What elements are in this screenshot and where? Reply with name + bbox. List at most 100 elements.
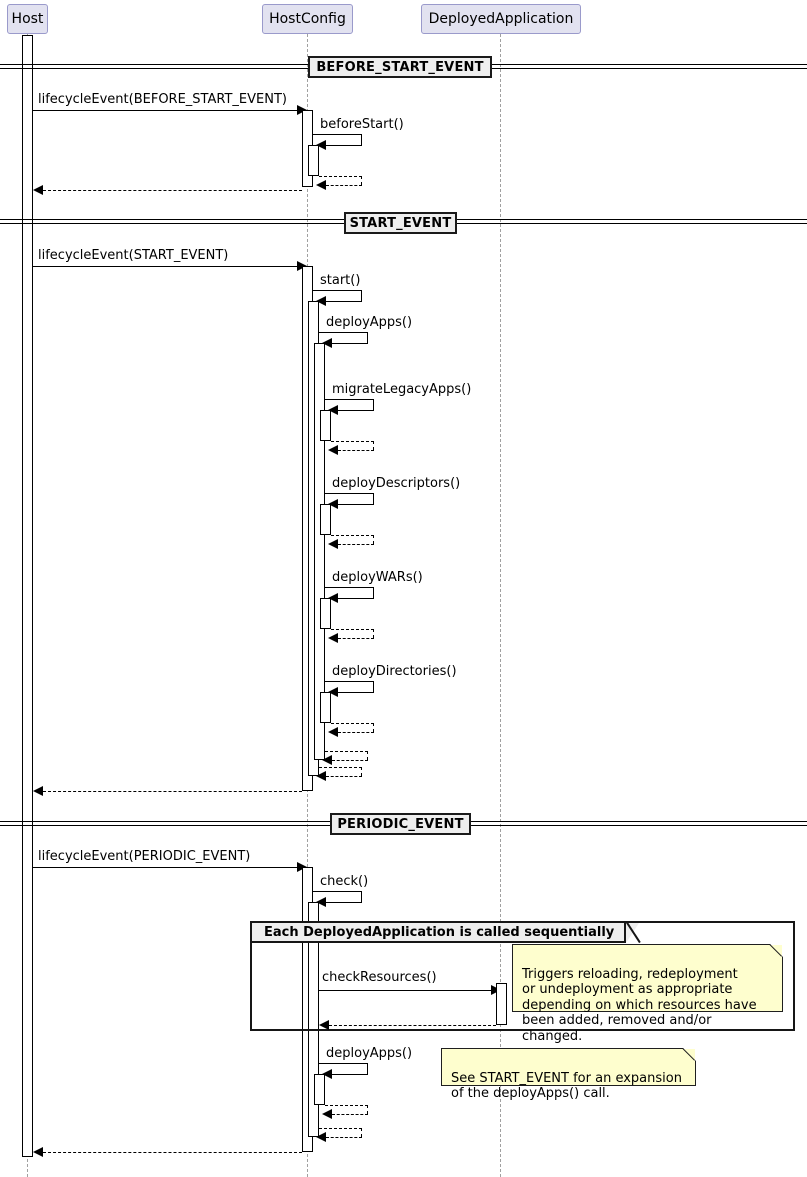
message-line-m1: [33, 110, 301, 111]
message-vert-m7: [367, 332, 368, 343]
message-arrowhead-m16: [322, 755, 332, 765]
message-arrowhead-m24: [322, 1109, 332, 1119]
message-text: deployDescriptors(): [332, 476, 461, 491]
message-line-m14-top: [325, 681, 374, 682]
message-vert-m12: [373, 587, 374, 598]
message-text: lifecycleEvent(START_EVENT): [38, 248, 229, 263]
activation-hostconfig-periodic-l2: [308, 902, 319, 1137]
message-text: start(): [320, 273, 361, 288]
message-line-m20-bottom: [326, 902, 362, 903]
message-line-m11-bottom: [338, 544, 374, 545]
message-arrowhead-m22: [319, 1020, 329, 1030]
message-text: checkResources(): [322, 970, 437, 985]
message-line-m16-bottom: [332, 760, 368, 761]
message-line-m12-bottom: [338, 598, 374, 599]
divider-before-start-event: BEFORE_START_EVENT: [308, 56, 492, 78]
message-line-m10-top: [325, 493, 374, 494]
activation-hostconfig-deploy-wars: [320, 598, 331, 629]
message-line-m13-top: [331, 629, 374, 630]
message-arrowhead-m6: [316, 296, 326, 306]
message-vert-m10: [373, 493, 374, 504]
message-vert-m20: [361, 891, 362, 902]
message-text: deployApps(): [326, 315, 413, 330]
note-deploy-apps: See START_EVENT for an expansion of the …: [441, 1048, 696, 1101]
message-vert-m15: [373, 723, 374, 732]
message-line-m16-top: [325, 751, 368, 752]
group-header-label: Each DeployedApplication is called seque…: [264, 924, 615, 940]
message-text: deployApps(): [326, 1046, 413, 1061]
message-text: deployDirectories(): [332, 664, 457, 679]
message-vert-m25: [361, 1128, 362, 1137]
message-line-m7-top: [319, 332, 368, 333]
message-label-deploy-apps-periodic: deployApps(): [326, 1047, 412, 1060]
message-vert-m24: [367, 1105, 368, 1114]
message-vert-m2: [361, 134, 362, 145]
note-check-resources: Triggers reloading, redeployment or unde…: [512, 944, 783, 1044]
message-vert-m23: [367, 1063, 368, 1074]
note-text: See START_EVENT for an expansion of the …: [451, 1070, 682, 1102]
message-vert-m16: [367, 751, 368, 760]
message-line-m7-bottom: [332, 343, 368, 344]
divider-periodic-event: PERIODIC_EVENT: [330, 813, 471, 835]
divider-label-text: BEFORE_START_EVENT: [316, 59, 484, 75]
participant-host[interactable]: Host: [7, 4, 48, 34]
activation-hostconfig-periodic-l3: [314, 1074, 325, 1105]
message-label-before-start: beforeStart(): [320, 118, 404, 131]
message-arrowhead-m10: [328, 499, 338, 509]
message-label-check: check(): [320, 875, 368, 888]
message-text: lifecycleEvent(BEFORE_START_EVENT): [38, 92, 287, 107]
message-arrowhead-m3: [316, 180, 326, 190]
message-line-m13-bottom: [338, 638, 374, 639]
message-line-m3-bottom: [326, 185, 362, 186]
participant-deployedapplication[interactable]: DeployedApplication: [421, 4, 581, 34]
divider-label-text: PERIODIC_EVENT: [337, 816, 464, 832]
message-arrowhead-m23: [322, 1069, 332, 1079]
message-arrowhead-m14: [328, 687, 338, 697]
message-line-m14-bottom: [338, 692, 374, 693]
message-label-lifecycle-start: lifecycleEvent(START_EVENT): [38, 249, 228, 262]
activation-hostconfig-deploy-directories: [320, 692, 331, 723]
group-header-each-deployed-application: Each DeployedApplication is called seque…: [252, 923, 626, 943]
message-line-m23-bottom: [332, 1074, 368, 1075]
message-arrowhead-m2: [316, 140, 326, 150]
message-line-m4: [43, 190, 302, 191]
message-line-m15-bottom: [338, 732, 374, 733]
message-arrowhead-m17: [316, 771, 326, 781]
activation-hostconfig-start-l3: [314, 343, 325, 760]
message-arrowhead-m7: [322, 338, 332, 348]
group-each-deployed-application: [250, 921, 795, 1031]
message-text: migrateLegacyApps(): [332, 382, 472, 397]
message-line-m19: [33, 867, 301, 868]
lifeline-deployedapplication: [500, 34, 501, 1177]
activation-hostconfig-deploy-descriptors: [320, 504, 331, 535]
message-vert-m3: [361, 176, 362, 185]
message-arrowhead-m25: [316, 1132, 326, 1142]
divider-label-text: START_EVENT: [349, 215, 452, 231]
message-line-m2-bottom: [326, 145, 362, 146]
activation-hostconfig-before-start-inner: [308, 145, 319, 176]
note-fold-1: [770, 945, 782, 957]
message-line-m23-top: [319, 1063, 368, 1064]
message-line-m9-bottom: [338, 450, 374, 451]
activation-hostconfig-migrate-legacy: [320, 410, 331, 441]
message-text: deployWARs(): [332, 570, 423, 585]
participant-deployedapplication-label: DeployedApplication: [428, 11, 574, 27]
message-line-m15-top: [331, 723, 374, 724]
message-line-m24-bottom: [332, 1114, 368, 1115]
message-text: check(): [320, 874, 369, 889]
message-arrowhead-m20: [316, 897, 326, 907]
participant-hostconfig[interactable]: HostConfig: [262, 4, 353, 34]
message-line-m11-top: [331, 535, 374, 536]
message-arrowhead-m4: [33, 185, 43, 195]
note-text: Triggers reloading, redeployment or unde…: [522, 966, 757, 1044]
activation-deployedapplication: [496, 983, 507, 1025]
message-line-m2-top: [313, 134, 362, 135]
message-vert-m6: [361, 290, 362, 301]
message-line-m25-bottom: [326, 1137, 362, 1138]
message-line-m22: [329, 1025, 496, 1026]
divider-start-event: START_EVENT: [344, 212, 457, 234]
participant-hostconfig-label: HostConfig: [269, 11, 346, 27]
message-label-check-resources: checkResources(): [322, 971, 437, 984]
message-arrowhead-m9: [328, 445, 338, 455]
